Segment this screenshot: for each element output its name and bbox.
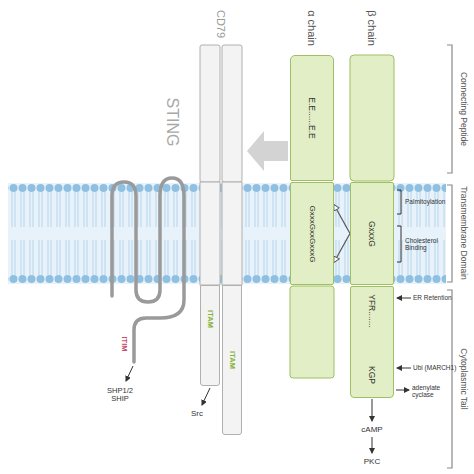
leader-arrow [202,388,210,405]
chain-heading: β chain [366,10,378,46]
domain-label: Cytoplasmic Tail [458,348,468,409]
annotation: Palmitoylation [405,198,445,205]
domain-bracket [447,45,452,173]
annotation: ER Retention [413,294,452,301]
cd79-tail: ITAM [200,285,220,386]
interaction-arrow [334,205,350,234]
domain-bracket [447,290,452,468]
membrane [8,183,446,284]
domain-bracket [447,185,452,282]
motif-text: YFR....... [368,294,377,328]
motif-text: KGP [368,366,377,384]
cd79-chain [222,182,242,285]
motif-text: E.E......E.E [308,97,317,139]
motif-text: GxxxG [368,221,377,247]
sting-protein [112,178,184,362]
motif-text: ITAM [206,310,214,328]
association-arrow [247,131,288,171]
leader-arrow [396,390,409,391]
leader-arrow [126,366,133,381]
alpha-connecting-peptide: E.E......E.E [290,55,334,181]
chain-heading: α chain [306,10,318,46]
cd79-chain [222,45,242,182]
protein-heading: STING [163,98,181,147]
beta-transmembrane: GxxxG [350,182,394,285]
beta-connecting [350,55,394,181]
kinase-label: PKC [364,458,380,467]
second-messenger: cAMP [361,426,382,435]
leader-arrow [397,368,411,369]
motif-text: ITAM [228,351,236,369]
annotation: Cholesterol Binding [405,237,445,252]
domain-label: Connecting Peptide [458,72,468,146]
interaction-arrow [334,234,350,263]
annotation: Ubi (MARCH1) [413,364,456,371]
alpha-transmembrane: GxxxGxxGxxxG [290,182,334,285]
beta-cytoplasmic-tail: YFR....... KGP [350,286,394,398]
cd79-chain [200,182,220,285]
domain-label: Transmembrane Domain [458,186,468,280]
kinase-label: Src [191,410,203,419]
annotation: adenylate cyclase [412,384,456,399]
cholesterol-bracket [397,226,401,262]
motif-text: GxxxGxxGxxxG [308,205,316,262]
leader-arrow [372,437,373,453]
leader-arrow [372,399,373,421]
palmitoylation-bracket [397,190,401,214]
lipid-bilayer [8,183,446,284]
leader-arrow [397,298,411,299]
phosphatase-label: SHP1/2 SHIP [103,387,137,404]
motif-label: ITIM [120,337,128,352]
cd79-chain [200,45,220,182]
alpha-tail [290,286,334,378]
protein-heading: CD79 [215,10,227,38]
cd79-tail: ITAM [222,285,242,435]
